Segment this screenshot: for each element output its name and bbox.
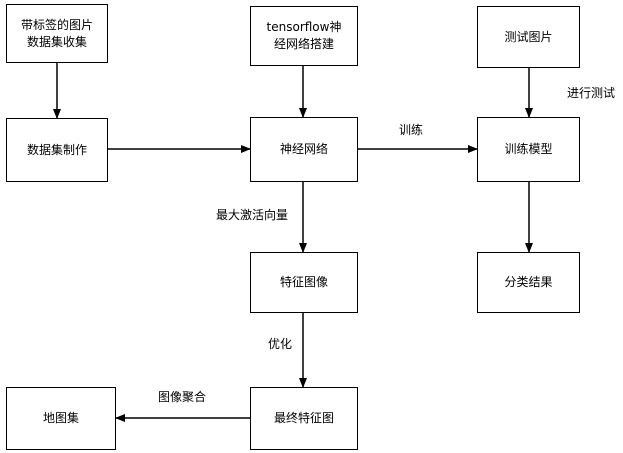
node-test-images: 测试图片 [477, 6, 580, 68]
node-final-feature: 最终特征图 [250, 387, 358, 450]
edge-label-image-aggregate: 图像聚合 [158, 390, 207, 404]
edge-label-max-activation: 最大激活向量 [216, 208, 289, 222]
node-dataset-collect-label: 带标签的图片 数据集收集 [20, 17, 93, 49]
node-final-feature-label: 最终特征图 [273, 411, 334, 425]
node-tf-build-label: tensorflow神 经网络搭建 [266, 20, 342, 51]
node-dataset-make-label: 数据集制作 [26, 142, 87, 157]
node-classify-result: 分类结果 [477, 252, 580, 313]
node-neural-net: 神经网络 [250, 117, 358, 182]
node-dataset-collect: 带标签的图片 数据集收集 [6, 4, 108, 63]
node-atlas-label: 地图集 [42, 411, 79, 425]
node-test-images-label: 测试图片 [504, 29, 553, 44]
node-dataset-make: 数据集制作 [6, 118, 108, 182]
edge-label-run-test: 进行测试 [567, 86, 616, 100]
node-classify-result-label: 分类结果 [504, 275, 553, 289]
node-feature-image: 特征图像 [250, 252, 358, 313]
node-feature-image-label: 特征图像 [279, 275, 328, 289]
edge-label-optimize: 优化 [268, 337, 293, 351]
node-neural-net-label: 神经网络 [279, 142, 328, 156]
node-tf-build: tensorflow神 经网络搭建 [250, 6, 358, 66]
node-atlas: 地图集 [6, 387, 116, 450]
edge-label-train: 训练 [399, 123, 424, 137]
node-train-model-label: 训练模型 [504, 142, 553, 156]
node-train-model: 训练模型 [477, 117, 580, 182]
